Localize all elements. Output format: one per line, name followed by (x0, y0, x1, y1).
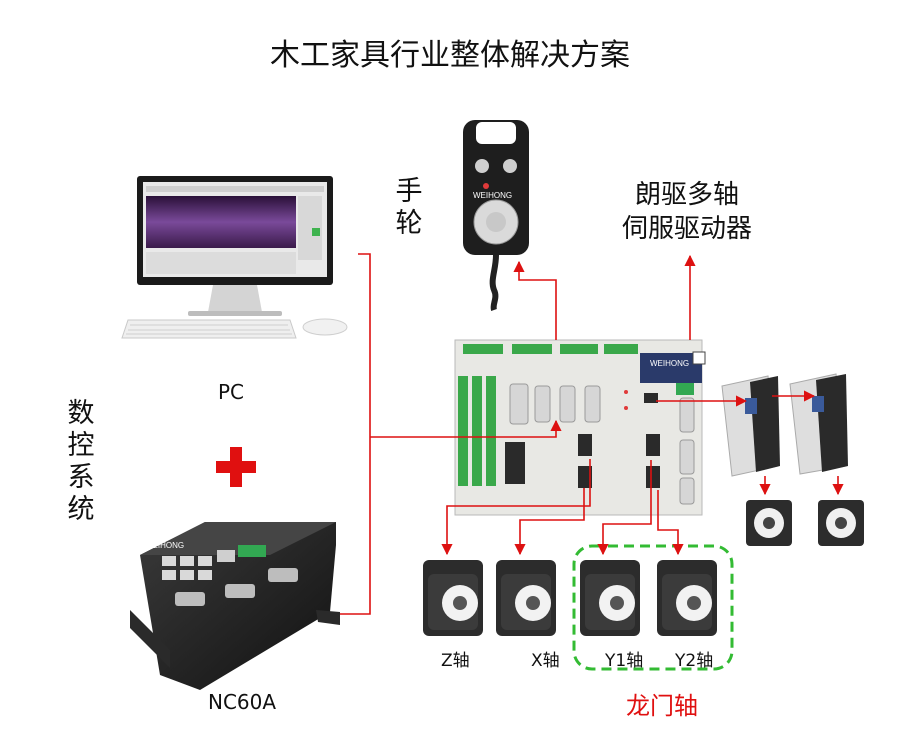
plus-icon (216, 447, 256, 487)
pc-nc-link-line (340, 253, 371, 615)
axis-y2-label: Y2轴 (675, 651, 714, 671)
servo-motor-drive2-icon (818, 500, 864, 546)
cnc-system-label: 数 控 系 统 (67, 398, 95, 525)
controller-to-x-arrow (514, 488, 585, 556)
axis-y1-label: Y1轴 (605, 651, 644, 671)
handwheel-brand: WEIHONG (473, 191, 512, 200)
servo-drive-2-icon (789, 373, 848, 475)
cnc-to-controller-arrow (370, 419, 562, 438)
handwheel-icon: WEIHONG (463, 120, 529, 311)
servo-motor-y2-icon (657, 560, 717, 636)
servo-drive-label: 朗驱多轴 伺服驱动器 (621, 180, 752, 244)
controller-to-y2-arrow (657, 490, 684, 556)
pc-computer-icon (121, 176, 348, 339)
gantry-group-box (572, 544, 734, 671)
controller-to-y1-arrow (597, 460, 652, 556)
controller-board-icon: WEIHONG (454, 339, 706, 516)
nc-box-brand: WEIHONG (145, 541, 184, 550)
controller-to-handwheel-arrow (513, 260, 557, 340)
servo-motor-y1-icon (580, 560, 640, 636)
servo-motor-z-icon (423, 560, 483, 636)
nc60a-box-icon: WEIHONG (130, 522, 340, 690)
pc-label: PC (218, 380, 245, 404)
servo-motor-x-icon (496, 560, 556, 636)
nc60a-label: NC60A (208, 690, 277, 714)
servo-motor-drive1-icon (746, 500, 792, 546)
controller-to-z-arrow (441, 459, 591, 556)
connection-lines (340, 253, 844, 615)
axis-x-label: X轴 (531, 651, 560, 671)
axis-z-label: Z轴 (441, 651, 470, 671)
page-title: 木工家具行业整体解决方案 (270, 38, 630, 73)
servo-drive-1-icon (721, 375, 780, 477)
handwheel-label: 手 轮 (395, 176, 423, 239)
controller-brand: WEIHONG (650, 359, 689, 368)
gantry-axis-label: 龙门轴 (626, 692, 698, 720)
